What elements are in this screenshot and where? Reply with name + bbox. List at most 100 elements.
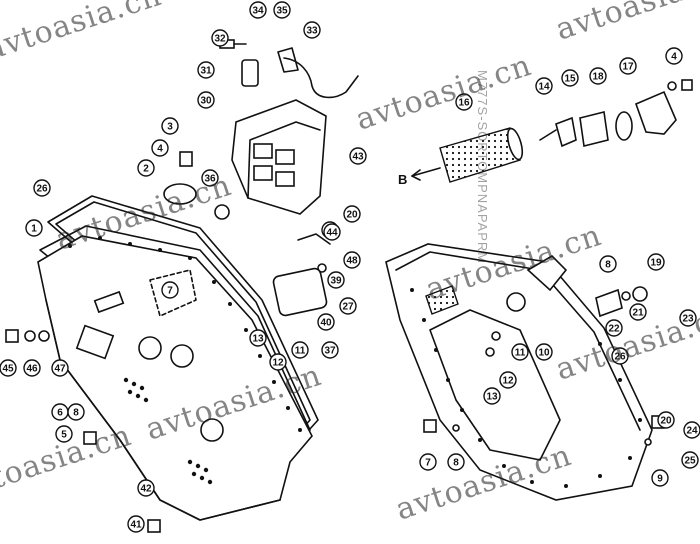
pan-hole-pattern xyxy=(123,377,213,485)
callout-number: 6 xyxy=(57,408,63,419)
callout-circle xyxy=(197,91,215,109)
callout-circle xyxy=(269,353,287,371)
bolt-5 xyxy=(83,431,97,445)
callout-number: 12 xyxy=(502,376,514,387)
part-11 xyxy=(491,331,501,341)
callout-number: 15 xyxy=(564,74,576,85)
callout-number: 13 xyxy=(486,392,498,403)
callout-right-8-3: 8 xyxy=(447,453,465,471)
view-marker-b: B xyxy=(398,172,407,187)
hidden-feature xyxy=(149,269,197,317)
callout-right-7-1: 7 xyxy=(419,453,437,471)
valve-block xyxy=(231,99,327,215)
cover-plate-35 xyxy=(75,324,115,360)
callout-right-26-21: 26 xyxy=(611,347,629,365)
callout-number: 40 xyxy=(320,318,332,329)
nut-15 xyxy=(555,116,577,148)
callout-left-13-10: 13 xyxy=(249,329,267,347)
callout-right-24-19: 24 xyxy=(683,421,700,439)
callout-right-19-14: 19 xyxy=(647,253,665,271)
lower-pan-body xyxy=(385,243,653,501)
callout-circle xyxy=(25,219,43,237)
callout-right-14-9: 14 xyxy=(535,77,553,95)
screw-14 xyxy=(539,129,557,141)
callout-circle xyxy=(249,329,267,347)
callout-number: 2 xyxy=(143,164,149,175)
callout-number: 25 xyxy=(684,456,696,467)
callout-circle xyxy=(317,313,335,331)
callout-circle xyxy=(291,341,309,359)
callout-left-35-19: 35 xyxy=(273,1,291,19)
callout-circle xyxy=(197,61,215,79)
bracket-20 xyxy=(297,233,331,245)
callout-left-12-9: 12 xyxy=(269,353,287,371)
callout-group: 1234567811121320262730313233343536373839… xyxy=(0,1,700,533)
rim-bolt-holes xyxy=(68,236,302,432)
valve-port-3 xyxy=(253,165,273,181)
callout-circle xyxy=(665,47,683,65)
callout-number: 9 xyxy=(657,474,663,485)
tube-flange xyxy=(277,47,299,73)
bolt-40 xyxy=(681,79,693,91)
callout-left-1-0: 1 xyxy=(25,219,43,237)
callout-circle xyxy=(273,1,291,19)
view-marker-text: B xyxy=(398,172,407,187)
valve-port-1 xyxy=(253,143,273,159)
callout-number: 36 xyxy=(204,174,216,185)
pin-19 xyxy=(317,263,327,273)
callout-left-26-12: 26 xyxy=(33,179,51,197)
callout-left-34-18: 34 xyxy=(249,1,267,19)
oil-filter-assembly xyxy=(411,79,693,183)
callout-left-46-30: 46 xyxy=(23,359,41,377)
callout-right-18-13: 18 xyxy=(589,67,607,85)
callout-number: 3 xyxy=(167,122,173,133)
callout-right-20-15: 20 xyxy=(657,411,675,429)
callout-circle xyxy=(161,281,179,299)
washer-8 xyxy=(452,424,460,432)
part-12 xyxy=(485,347,495,357)
callout-number: 37 xyxy=(324,346,336,357)
callout-number: 20 xyxy=(660,416,672,427)
callout-circle xyxy=(67,403,85,421)
watermark-text: avtoasia.cn xyxy=(552,0,700,48)
callout-number: 8 xyxy=(453,458,459,469)
callout-circle xyxy=(23,359,41,377)
callout-number: 16 xyxy=(458,98,470,109)
view-arrow-b-line xyxy=(411,167,441,177)
callout-circle xyxy=(339,297,357,315)
callout-circle xyxy=(211,29,229,47)
filter-end-cap xyxy=(506,127,524,161)
callout-number: 7 xyxy=(425,458,431,469)
oil-pan-right-assembly xyxy=(385,243,665,501)
callout-right-22-17: 22 xyxy=(605,319,623,337)
callout-right-4-0: 4 xyxy=(665,47,683,65)
callout-left-3-2: 3 xyxy=(161,117,179,135)
callout-left-48-32: 48 xyxy=(343,251,361,269)
callout-number: 8 xyxy=(605,260,611,271)
watermark-text: avtoasia.cn xyxy=(0,0,166,68)
callout-left-33-17: 33 xyxy=(303,21,321,39)
seal-18 xyxy=(615,111,633,141)
o-ring-27 xyxy=(214,204,230,220)
callout-circle xyxy=(629,303,647,321)
plug-21 xyxy=(632,286,648,302)
callout-number: 18 xyxy=(592,72,604,83)
washer-46 xyxy=(38,330,50,342)
callout-number: 21 xyxy=(632,308,644,319)
view-arrow-b-head xyxy=(411,169,421,181)
callout-number: 17 xyxy=(622,62,634,73)
callout-circle xyxy=(419,453,437,471)
callout-number: 14 xyxy=(538,82,550,93)
callout-number: 4 xyxy=(157,144,163,155)
callout-left-43-27: 43 xyxy=(349,147,367,165)
callout-number: 4 xyxy=(671,52,677,63)
callout-number: 42 xyxy=(140,484,152,495)
callout-left-40-24: 40 xyxy=(317,313,335,331)
callout-number: 41 xyxy=(130,520,142,531)
callout-number: 48 xyxy=(346,256,358,267)
pan-boss-1 xyxy=(138,336,162,360)
washer-36 xyxy=(24,330,36,342)
callout-right-11-6: 11 xyxy=(511,343,529,361)
callout-circle xyxy=(499,371,517,389)
pan-lower-edge xyxy=(45,299,281,521)
